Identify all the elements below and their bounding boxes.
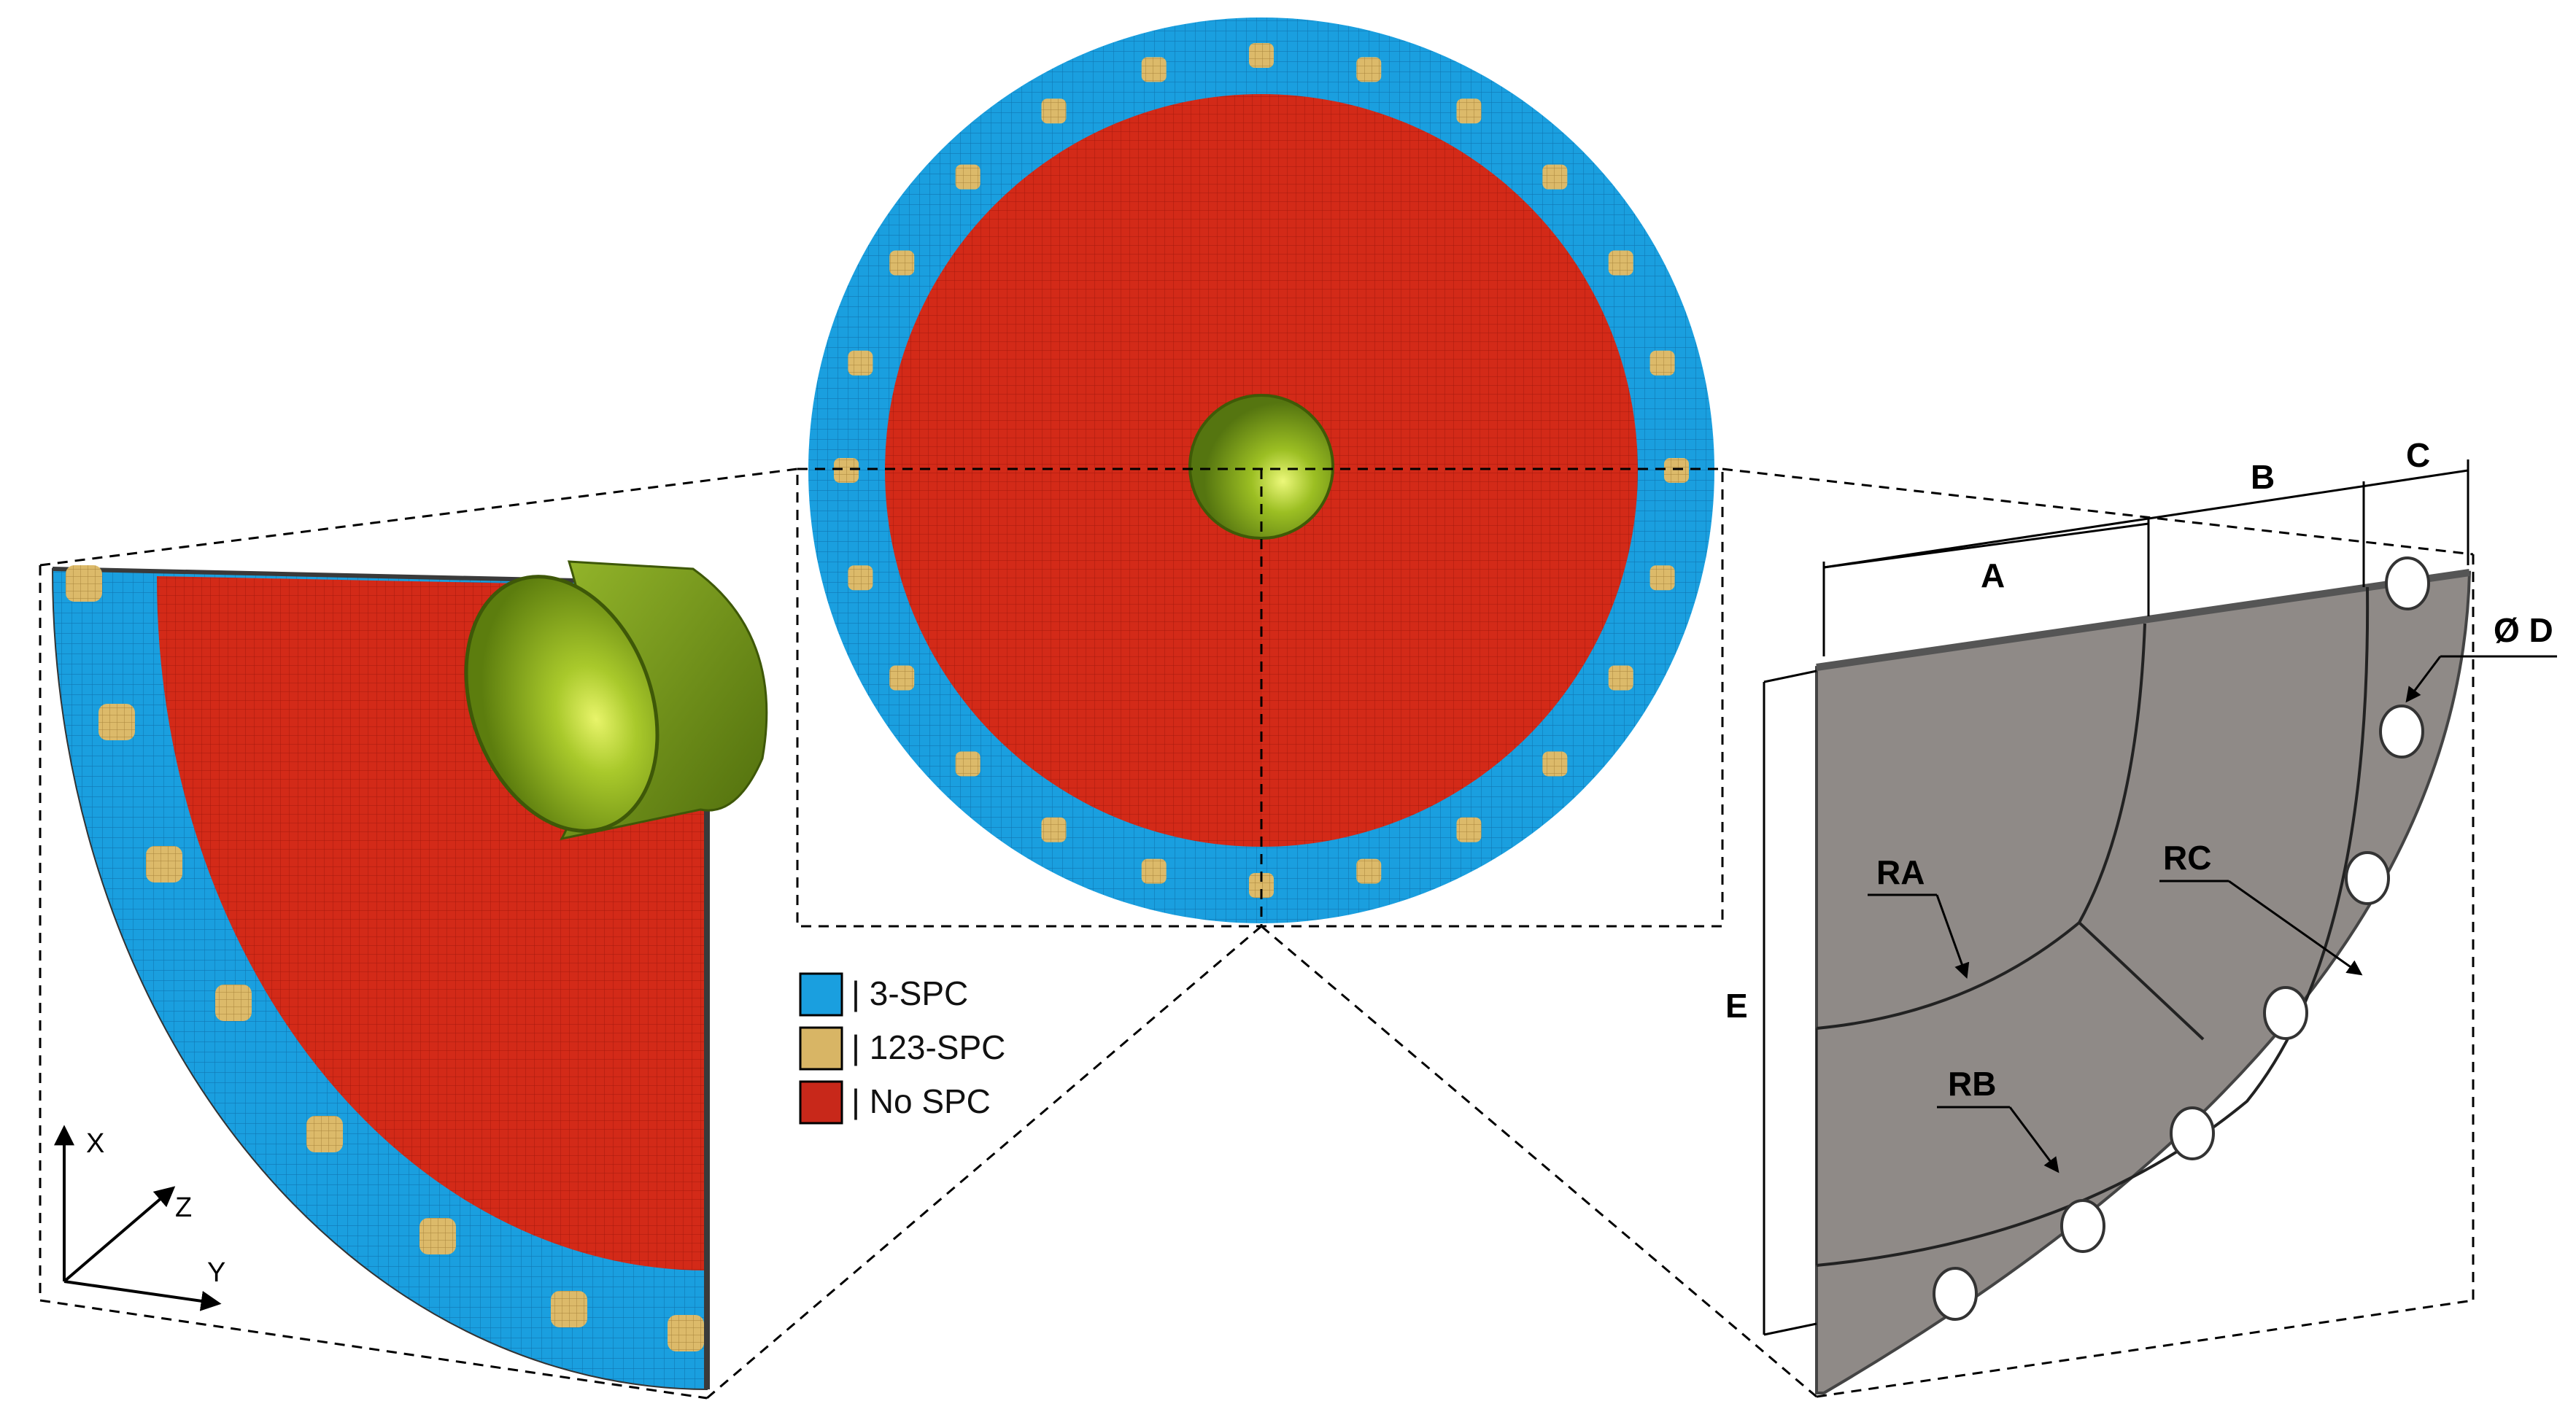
divider-line xyxy=(2078,921,2205,1041)
spc-pad xyxy=(1542,164,1568,190)
spc-pad xyxy=(848,565,873,591)
zoom-line-left-bottom xyxy=(39,1299,708,1400)
disc-spc-pads xyxy=(834,43,1689,898)
zoom-line-left-diagonal xyxy=(706,925,1262,1400)
bolt-hole xyxy=(2385,556,2430,610)
dim-label-e: E xyxy=(1725,987,1748,1025)
legend-swatch-tan xyxy=(799,1026,843,1071)
spc-pad xyxy=(215,985,252,1021)
spc-pad xyxy=(306,1116,343,1152)
legend-label: | 123-SPC xyxy=(851,1028,1005,1066)
legend: | 3-SPC | 123-SPC | No SPC xyxy=(799,972,1005,1125)
spc-pad xyxy=(1249,43,1274,68)
bolt-hole xyxy=(2060,1199,2105,1253)
bolt-hole xyxy=(2263,986,2308,1040)
quarter-cylinder xyxy=(464,560,768,841)
leader-rb-arrow xyxy=(2008,1106,2059,1173)
leader-d-arrow xyxy=(2405,656,2442,703)
spc-pad xyxy=(1456,817,1482,842)
quarter-spc-pads xyxy=(66,565,704,1351)
dim-label-ra: RA xyxy=(1876,853,1925,891)
dim-ext-e-top xyxy=(1763,670,1817,683)
spc-pad xyxy=(1041,817,1067,842)
bolt-hole xyxy=(2170,1106,2215,1160)
dim-label-c: C xyxy=(2406,436,2430,474)
right-geometry-view: A B C Ø D E RA RB RC xyxy=(1261,436,2557,1398)
spc-pad xyxy=(848,350,873,376)
legend-swatch-red xyxy=(799,1080,843,1125)
dim-ext-e-bottom xyxy=(1763,1322,1817,1336)
spc-pad xyxy=(1608,250,1633,276)
legend-label: | 3-SPC xyxy=(851,974,968,1012)
spc-pad xyxy=(551,1291,587,1327)
spc-pad xyxy=(66,565,102,602)
spc-pad xyxy=(1664,458,1689,483)
legend-label: | No SPC xyxy=(851,1082,991,1120)
leader-rc-arrow xyxy=(2228,880,2363,976)
spc-pad xyxy=(98,704,135,740)
spc-pad xyxy=(1649,350,1675,376)
spc-pad xyxy=(1356,57,1382,82)
spc-pad xyxy=(1141,858,1167,884)
legend-item-3-spc: | 3-SPC xyxy=(799,972,968,1017)
spc-pad xyxy=(889,250,915,276)
y-axis-arrow xyxy=(63,1280,222,1311)
spc-pad xyxy=(834,458,859,483)
spc-pad xyxy=(1542,751,1568,777)
center-disc-view xyxy=(796,18,1724,928)
spc-pad xyxy=(955,164,980,190)
spc-pad xyxy=(1141,57,1167,82)
dim-line-abc xyxy=(1823,469,2469,569)
bolt-holes xyxy=(1933,556,2430,1321)
bolt-hole xyxy=(2379,705,2424,759)
dim-label-a: A xyxy=(1981,556,2005,594)
spc-pad xyxy=(668,1315,704,1351)
legend-item-123-spc: | 123-SPC xyxy=(799,1026,1005,1071)
bolt-hole xyxy=(1933,1267,1978,1321)
bolt-hole xyxy=(2345,851,2390,905)
spc-pad xyxy=(889,665,915,691)
spc-pad xyxy=(1249,873,1274,898)
zoom-line-right-top xyxy=(1722,467,2474,556)
spc-pad xyxy=(1041,98,1067,124)
dim-label-b: B xyxy=(2251,458,2275,496)
x-axis-label: X xyxy=(86,1128,104,1159)
zoom-line-right-bottom xyxy=(1816,1299,2474,1398)
leader-ra-arrow xyxy=(1935,894,1970,979)
spc-pad xyxy=(146,846,182,882)
spc-pad xyxy=(955,751,980,777)
z-axis-label: Z xyxy=(175,1192,192,1223)
center-cylinder xyxy=(1188,394,1334,540)
axes-triad: X Y Z xyxy=(54,1125,225,1311)
arc-rc xyxy=(1816,586,2370,1267)
dim-label-rb: RB xyxy=(1948,1065,1996,1103)
spc-pad xyxy=(1456,98,1482,124)
spc-pad xyxy=(1608,665,1633,691)
legend-item-no-spc: | No SPC xyxy=(799,1080,991,1125)
z-axis-arrow xyxy=(63,1186,176,1283)
spc-pad xyxy=(1356,858,1382,884)
spc-pad xyxy=(419,1218,456,1254)
legend-swatch-blue xyxy=(799,972,843,1017)
zoom-line-left-top xyxy=(39,467,798,567)
spc-pad xyxy=(1649,565,1675,591)
left-quarter-mesh-view xyxy=(39,467,1262,1400)
y-axis-label: Y xyxy=(207,1257,225,1288)
plate-top-edge xyxy=(1816,569,2470,671)
dim-label-d: Ø D xyxy=(2494,611,2553,649)
dim-label-rc: RC xyxy=(2163,839,2211,877)
